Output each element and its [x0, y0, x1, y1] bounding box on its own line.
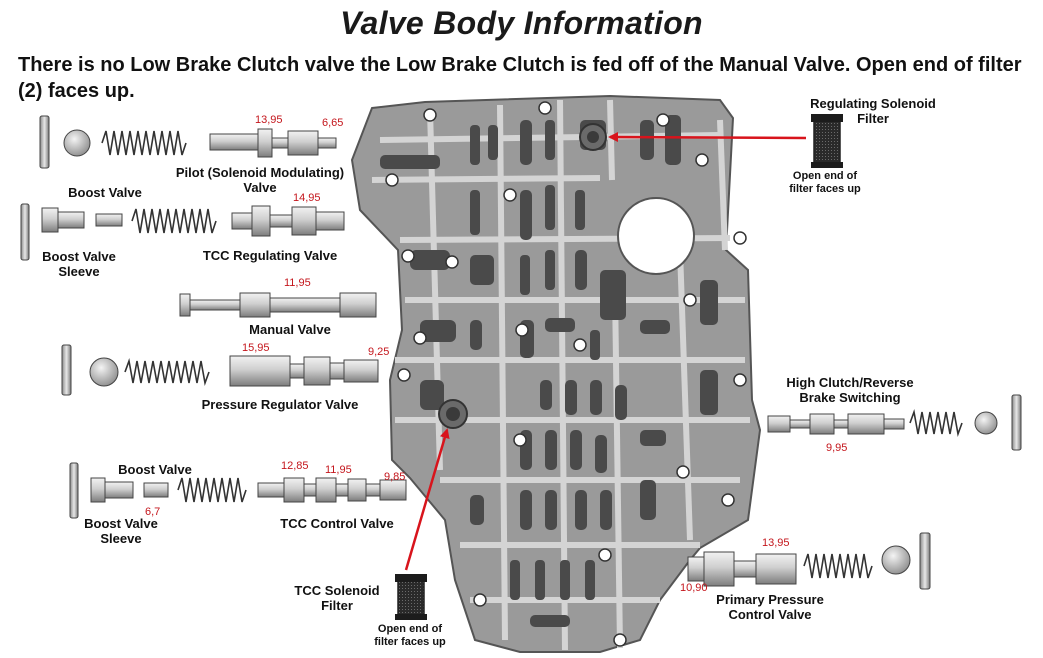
dim-tcc-ctrl-a: 12,85	[281, 460, 309, 472]
dim-press-reg-a: 15,95	[242, 342, 270, 354]
dim-primary-a: 13,95	[762, 537, 790, 549]
arrow-regulating-filter	[608, 132, 807, 143]
valve-body-plate	[350, 94, 762, 653]
label-tcc-solenoid-filter: TCC Solenoid Filter	[294, 583, 380, 613]
label-primary-pressure-control-valve: Primary Pressure Control Valve	[716, 592, 824, 622]
dim-high-clutch: 9,95	[826, 442, 848, 454]
label-boost-valve-sleeve-1: Boost Valve Sleeve	[42, 249, 116, 279]
dim-pilot-b: 6,65	[322, 117, 344, 129]
tcc-control-valve-assembly	[69, 462, 407, 519]
label-manual-valve: Manual Valve	[249, 322, 331, 337]
dim-tcc-ctrl-c: 9,85	[384, 471, 406, 483]
label-high-clutch-reverse: High Clutch/Reverse Brake Switching	[786, 375, 914, 405]
dim-manual: 11,95	[284, 277, 311, 289]
dim-tcc-ctrl-b: 11,95	[325, 464, 352, 476]
tcc-regulating-valve-assembly	[20, 203, 345, 261]
arrow-tcc-filter	[404, 428, 450, 571]
note-open-end-1: Open end of filter faces up	[374, 623, 446, 648]
dim-primary-b: 10,90	[680, 582, 708, 594]
label-pressure-regulator-valve: Pressure Regulator Valve	[201, 397, 359, 412]
regulating-solenoid-filter	[811, 114, 843, 168]
primary-pressure-control-valve-assembly	[687, 532, 931, 590]
label-tcc-control-valve: TCC Control Valve	[280, 516, 394, 531]
label-boost-valve-1: Boost Valve	[68, 185, 142, 200]
dim-tcc-reg: 14,95	[293, 192, 321, 204]
manual-valve	[179, 292, 377, 318]
high-clutch-reverse-valve-assembly	[767, 394, 1022, 451]
label-tcc-regulating-valve: TCC Regulating Valve	[202, 248, 338, 263]
label-boost-valve-sleeve-2: Boost Valve Sleeve	[84, 516, 158, 546]
info-note: There is no Low Brake Clutch valve the L…	[18, 54, 1022, 102]
page-title: Valve Body Information	[340, 5, 703, 41]
dim-press-reg-b: 9,25	[368, 346, 390, 358]
pilot-valve-assembly	[39, 115, 337, 169]
dim-sleeve2: 6,7	[145, 506, 161, 518]
note-open-end-2: Open end of filter faces up	[789, 170, 861, 195]
dim-pilot-a: 13,95	[255, 114, 283, 126]
label-pilot-valve: Pilot (Solenoid Modulating) Valve	[175, 165, 345, 195]
pressure-regulator-valve-assembly	[61, 344, 379, 396]
label-regulating-solenoid-filter: Regulating Solenoid Filter	[810, 96, 936, 126]
tcc-solenoid-filter	[395, 574, 427, 620]
label-boost-valve-2: Boost Valve	[118, 462, 192, 477]
